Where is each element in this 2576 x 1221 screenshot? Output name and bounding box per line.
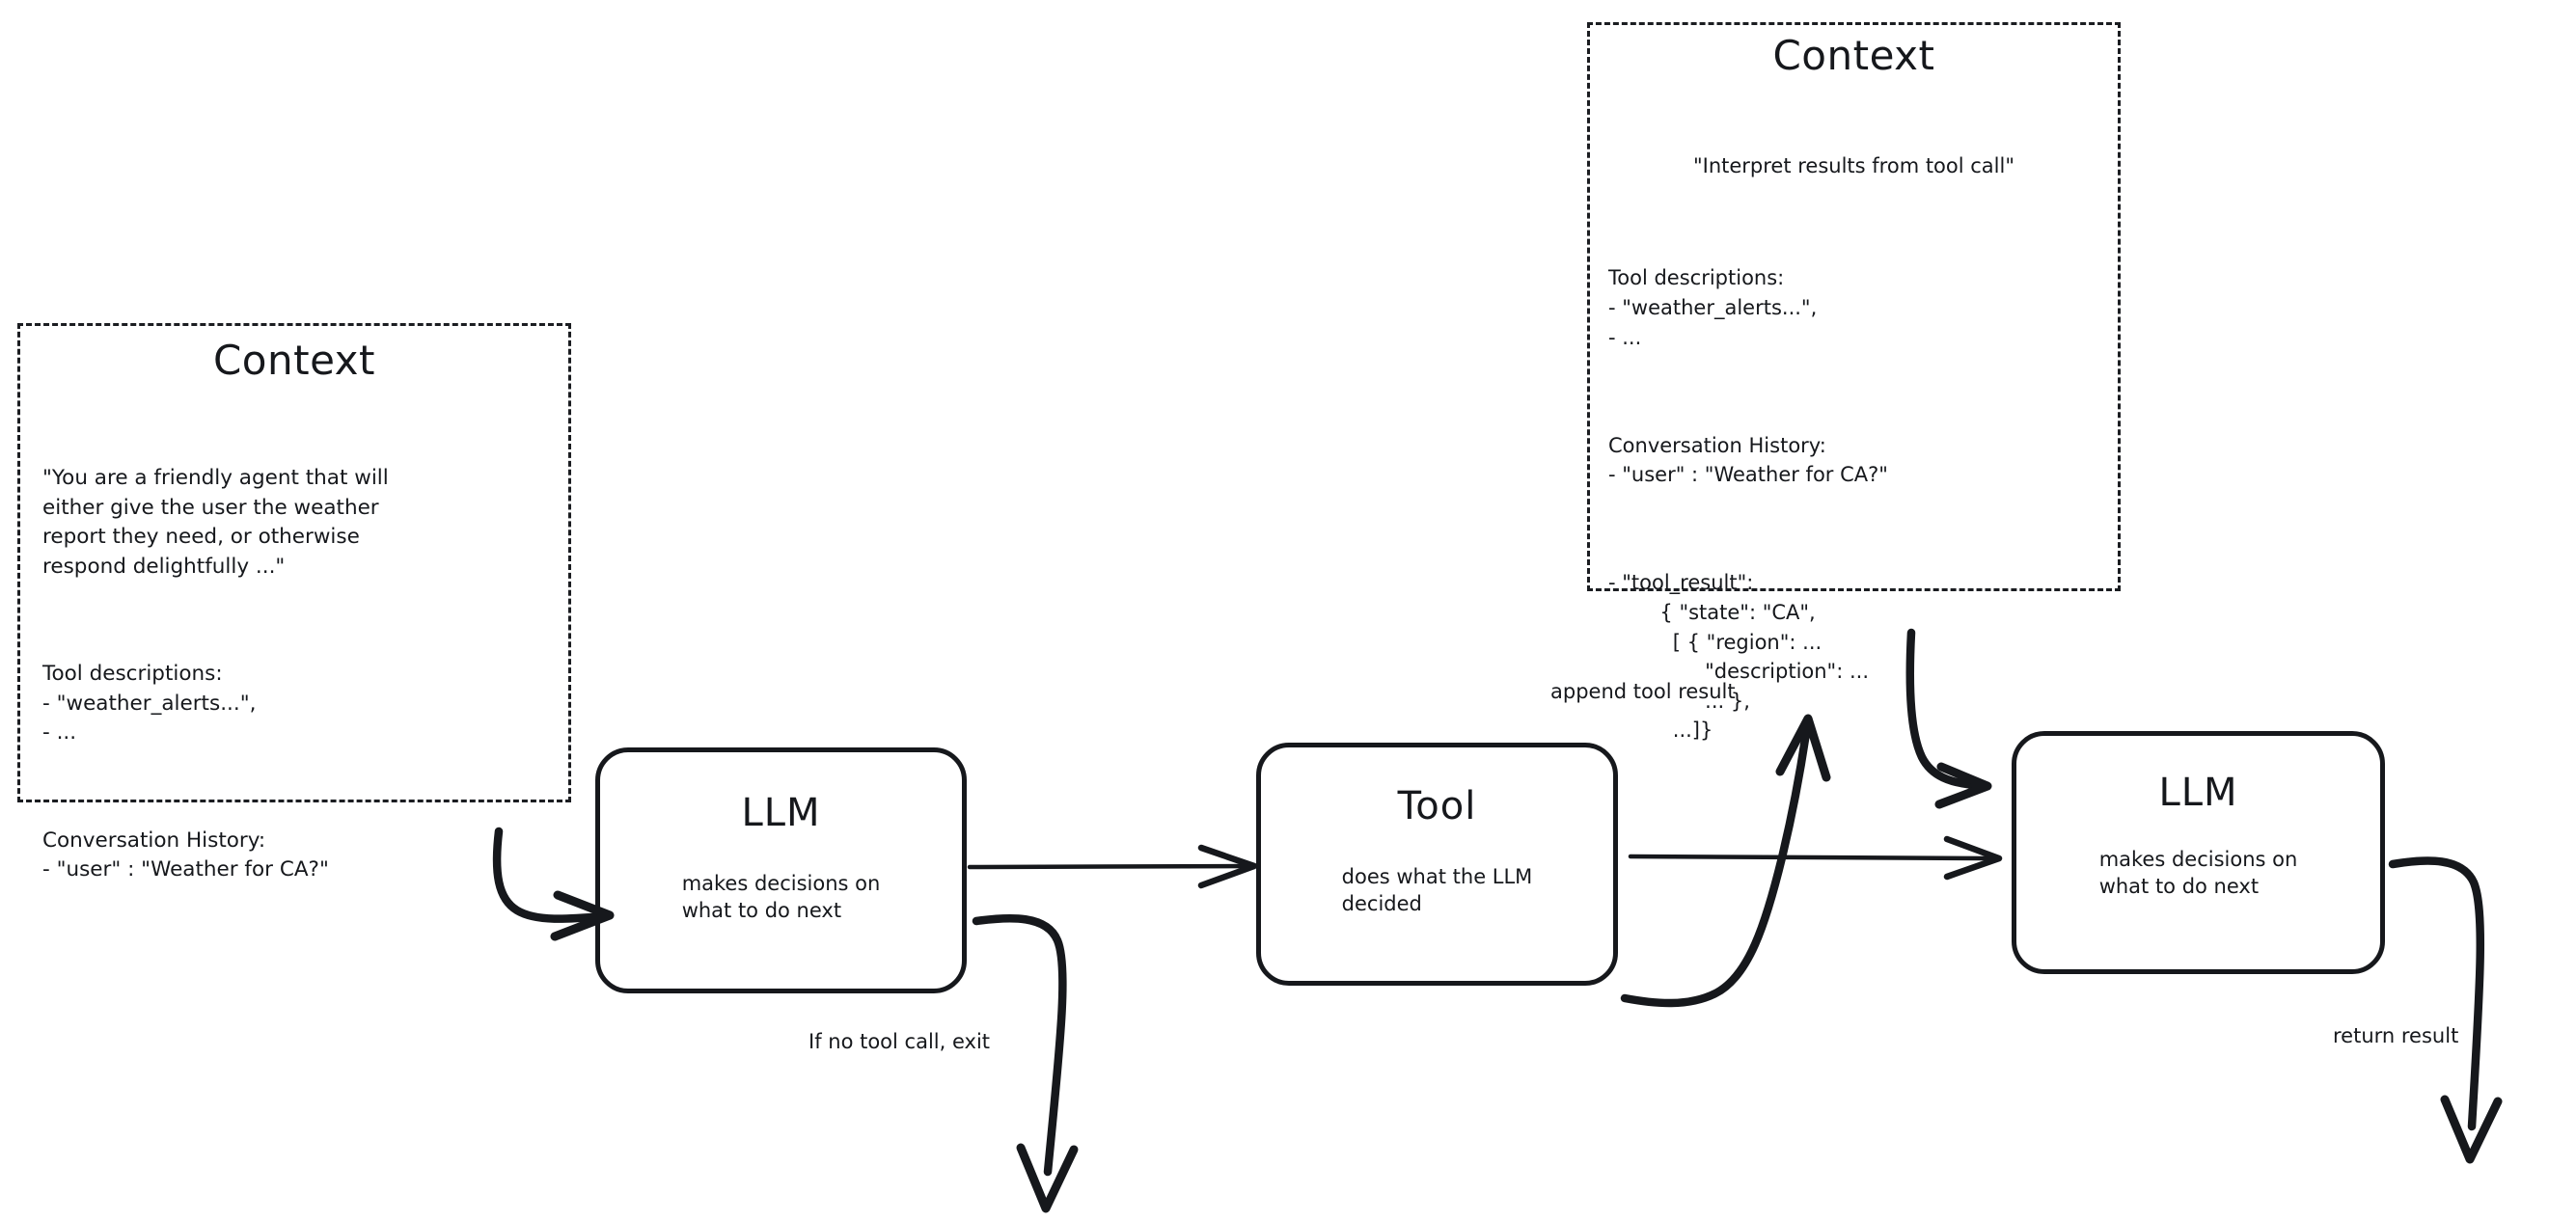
context-box-left-content: Context "You are a friendly agent that w…	[17, 323, 571, 882]
node-llm-2-title: LLM	[2158, 771, 2238, 815]
context-box-right-content: Context "Interpret results from tool cal…	[1587, 22, 2121, 742]
node-tool[interactable]: Tool does what the LLM decided	[1256, 743, 1618, 986]
context-left-conversation-history: Conversation History: - "user" : "Weathe…	[42, 828, 329, 882]
node-llm-2[interactable]: LLM makes decisions on what to do next	[2012, 731, 2385, 974]
node-llm-1-subtitle: makes decisions on what to do next	[681, 872, 881, 923]
edge-label-append-tool-result: append tool result	[1550, 680, 1736, 703]
context-left-title: Context	[212, 337, 376, 384]
node-llm-1-title: LLM	[741, 791, 821, 835]
node-tool-subtitle: does what the LLM decided	[1341, 865, 1533, 916]
edge-label-if-no-tool-call-exit: If no tool call, exit	[808, 1030, 991, 1053]
arrow-llm2-return	[2388, 856, 2503, 1164]
node-llm-1[interactable]: LLM makes decisions on what to do next	[595, 747, 967, 993]
node-tool-title: Tool	[1397, 784, 1477, 828]
context-left-tool-descriptions: Tool descriptions: - "weather_alerts..."…	[42, 662, 257, 746]
arrow-tool-to-llm2	[1628, 835, 2003, 881]
arrow-llm1-to-tool	[967, 844, 1258, 889]
context-right-conversation-history: Conversation History: - "user" : "Weathe…	[1608, 433, 1888, 487]
context-left-system-prompt: "You are a friendly agent that will eith…	[42, 466, 389, 579]
context-right-tool-result: - "tool_result": { "state": "CA", [ { "r…	[1608, 571, 1869, 743]
context-box-left	[17, 323, 571, 802]
arrow-llm1-exit	[972, 913, 1079, 1213]
context-right-system-prompt: "Interpret results from tool call"	[1692, 154, 2015, 178]
edge-label-return-result: return result	[2333, 1024, 2459, 1047]
context-box-right	[1587, 22, 2121, 591]
context-right-tool-descriptions: Tool descriptions: - "weather_alerts..."…	[1608, 266, 1818, 349]
node-llm-2-subtitle: makes decisions on what to do next	[2098, 848, 2298, 899]
context-right-title: Context	[1772, 32, 1935, 79]
